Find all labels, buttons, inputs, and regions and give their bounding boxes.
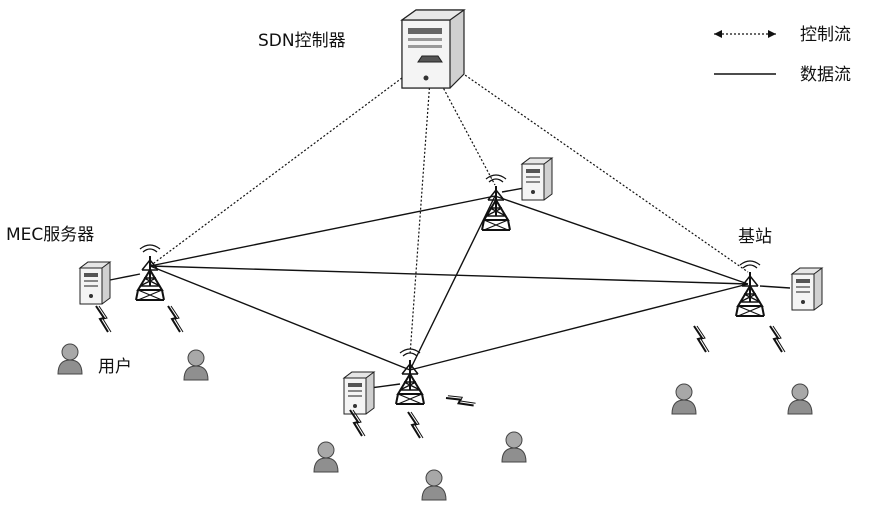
user-icon: [502, 432, 526, 462]
legend-control-flow: 控制流: [714, 25, 851, 45]
user-icon: [58, 344, 82, 374]
control-link-bottom-bs: [410, 80, 430, 355]
user-label: 用户: [98, 357, 132, 377]
antenna-tower-icon-right: [736, 261, 764, 316]
antenna-tower-icon-left: [136, 245, 164, 300]
user-icon: [672, 384, 696, 414]
legend-data-flow: 数据流: [714, 65, 851, 85]
mec-server-label: MEC服务器: [6, 225, 94, 245]
legend: 控制流 数据流: [714, 25, 851, 85]
legend-control-flow-label: 控制流: [800, 25, 851, 45]
control-link-left-bs: [150, 66, 418, 266]
mec-server-icon: [80, 262, 110, 304]
control-link-right-bs: [452, 66, 748, 272]
wireless-bolt-icon: [96, 306, 111, 332]
control-flow-lines: [150, 66, 748, 355]
base-station-label: 基站: [738, 227, 772, 247]
wireless-bolt-icon: [446, 387, 476, 415]
wireless-bolt-icon: [168, 306, 183, 332]
user-icon: [184, 350, 208, 380]
antenna-tower-icon-top: [482, 175, 510, 230]
server-icon-right: [792, 268, 822, 310]
wireless-bolt-icon: [408, 412, 423, 438]
sdn-controller-label: SDN控制器: [258, 31, 346, 51]
wireless-bolt-icon: [770, 326, 785, 352]
legend-data-flow-label: 数据流: [800, 65, 851, 85]
server-icon-bottom: [344, 372, 374, 414]
control-link-top-bs: [438, 78, 495, 185]
sdn-controller: [402, 10, 464, 88]
user-icon: [788, 384, 812, 414]
server-icon-top: [522, 158, 552, 200]
user-icon: [422, 470, 446, 500]
data-flow-lines: [110, 184, 790, 388]
antenna-tower-icon-bottom: [396, 349, 424, 404]
user-icon: [314, 442, 338, 472]
wireless-bolt-icon: [694, 326, 709, 352]
